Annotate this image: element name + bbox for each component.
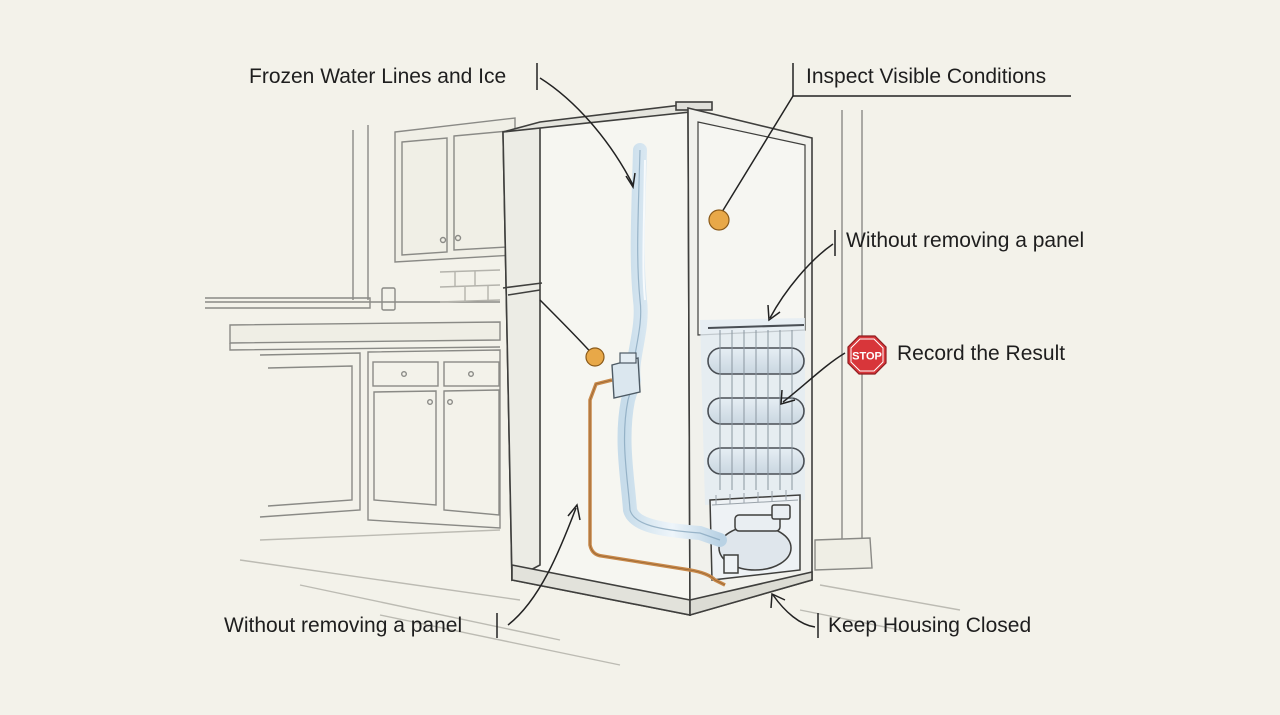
label-frozen-water-lines: Frozen Water Lines and Ice (249, 65, 507, 88)
valve-marker (585, 347, 605, 367)
stop-sign-icon: STOP (847, 335, 887, 375)
condenser-coils (707, 324, 805, 490)
label-keep-housing-closed: Keep Housing Closed (828, 614, 1032, 637)
kitchen-background (205, 110, 961, 666)
stop-sign-text: STOP (852, 351, 882, 363)
inspection-marker (708, 209, 730, 231)
compressor (709, 490, 801, 581)
label-inspect-visible-conditions: Inspect Visible Conditions (806, 65, 1047, 88)
label-without-removing-panel-right: Without removing a panel (846, 229, 1085, 252)
label-record-the-result: Record the Result (897, 342, 1066, 365)
leader-lines (496, 63, 1071, 638)
frozen-water-line (611, 143, 727, 547)
label-without-removing-panel-left: Without removing a panel (224, 614, 463, 637)
